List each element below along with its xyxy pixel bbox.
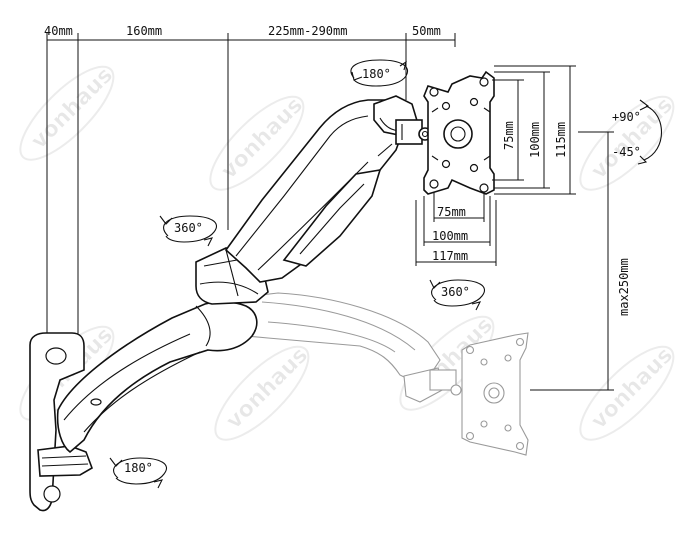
rotation-head-pan: 180°: [350, 59, 408, 87]
rotation-wall-pivot: 180°: [109, 457, 167, 489]
vesa-width-dimensions: 75mm 100mm 117mm: [415, 192, 497, 266]
watermark-4: vonhaus: [214, 342, 313, 441]
rotation-arm-joint: 360°: [159, 215, 217, 247]
rot-tilt-up-label: +90°: [612, 110, 641, 124]
lower-arm-screw: [90, 398, 102, 406]
vesa-height-dimensions: 75mm 100mm 115mm: [492, 65, 576, 195]
rot-arm-joint-label: 360°: [174, 221, 203, 235]
wall-bracket-bottom-hole: [43, 485, 61, 503]
ghost-vesa-plate: [461, 332, 529, 456]
wall-bracket-top-hole: [45, 347, 67, 365]
dim-vesa-large-height-label: 100mm: [528, 122, 542, 158]
dim-plate-width-label: 117mm: [432, 249, 468, 263]
rot-wall-pivot-label: 180°: [124, 461, 153, 475]
watermark-7: vonhaus: [579, 342, 678, 441]
vesa-plate: [423, 70, 495, 195]
dim-lower-arm-label: 160mm: [126, 24, 162, 38]
dim-head-offset-label: 50mm: [412, 24, 441, 38]
ghost-arm-lowered: [237, 292, 529, 456]
max-height-dimension: max250mm: [530, 131, 631, 391]
watermark-6: vonhaus: [579, 92, 678, 191]
dim-max-height-label: max250mm: [617, 258, 631, 316]
dim-vesa-small-width-label: 75mm: [437, 205, 466, 219]
rot-head-rotate-label: 360°: [441, 285, 470, 299]
wall-bracket: [29, 332, 93, 512]
lower-arm: [56, 301, 258, 454]
dim-vesa-small-height-label: 75mm: [502, 121, 516, 150]
rot-tilt-down-label: -45°: [612, 145, 641, 159]
rot-head-pan-label: 180°: [362, 67, 391, 81]
rotation-tilt: +90° -45°: [612, 99, 663, 165]
upper-arm: [224, 95, 419, 283]
tilt-head-block: [395, 119, 423, 145]
dim-wall-offset-label: 40mm: [44, 24, 73, 38]
tilt-head: [395, 119, 432, 145]
rotation-head-rotate: 360°: [429, 279, 485, 311]
dim-upper-arm-label: 225mm-290mm: [268, 24, 347, 38]
dim-vesa-large-width-label: 100mm: [432, 229, 468, 243]
dim-plate-height-label: 115mm: [554, 122, 568, 158]
watermark-1: vonhaus: [19, 62, 118, 161]
top-dimension: 40mm 160mm 225mm-290mm 50mm: [44, 24, 456, 47]
